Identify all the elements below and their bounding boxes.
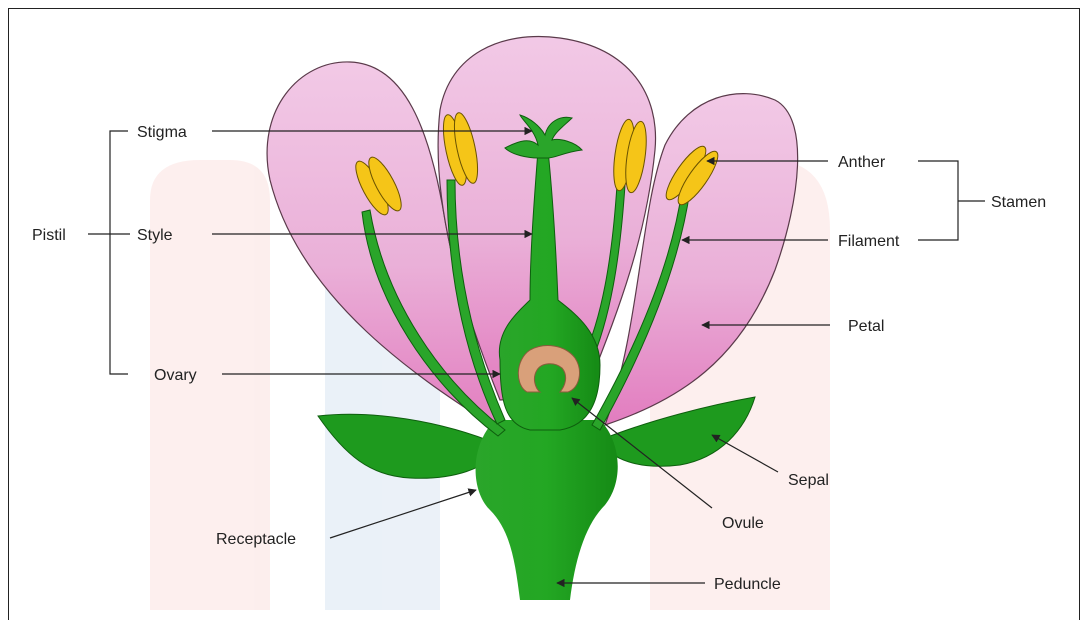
label-style: Style [137, 227, 173, 244]
label-pistil: Pistil [32, 227, 66, 244]
label-anther: Anther [838, 154, 886, 171]
label-stigma: Stigma [137, 124, 187, 141]
label-ovary: Ovary [154, 367, 197, 384]
label-peduncle: Peduncle [714, 576, 781, 593]
label-petal: Petal [848, 318, 884, 335]
label-sepal: Sepal [788, 472, 829, 489]
label-ovule: Ovule [722, 515, 764, 532]
label-stamen: Stamen [991, 194, 1046, 211]
label-filament: Filament [838, 233, 900, 250]
label-receptacle: Receptacle [216, 531, 296, 548]
receptacle-shape [476, 420, 618, 600]
